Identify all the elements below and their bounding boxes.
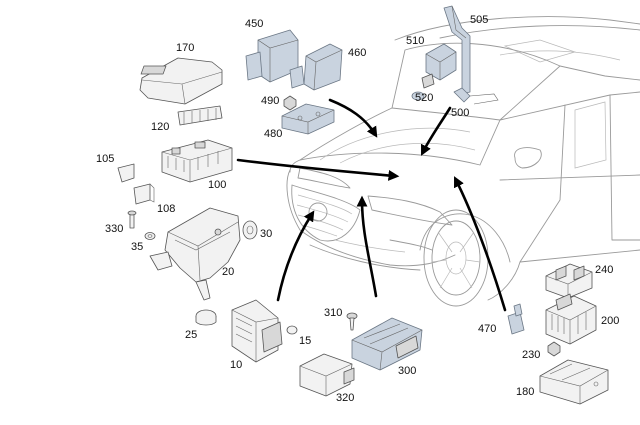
label-108: 108: [157, 203, 175, 215]
label-470: 470: [478, 323, 496, 335]
part-480-tray: [281, 103, 335, 135]
label-330: 330: [105, 223, 123, 235]
part-105-relay: [117, 163, 135, 183]
part-500-bracket: [453, 87, 499, 105]
label-240: 240: [595, 264, 613, 276]
part-470-sensor: [507, 303, 525, 335]
label-460: 460: [348, 47, 366, 59]
part-100-relay-fuse-box: [161, 139, 233, 183]
arrow-505-to-windshield: [421, 106, 452, 156]
label-170: 170: [176, 42, 194, 54]
label-20: 20: [222, 266, 234, 278]
label-180: 180: [516, 386, 534, 398]
part-200-fuse-carrier: [545, 293, 597, 345]
label-510: 510: [406, 35, 424, 47]
vehicle-outline: [286, 16, 640, 307]
part-310-screw: [346, 312, 358, 331]
part-120-connector-strip: [177, 105, 223, 126]
label-30: 30: [260, 228, 272, 240]
part-180-lower-housing: [539, 359, 609, 405]
part-170-fuse-box-cover: [139, 57, 223, 105]
label-310: 310: [324, 307, 342, 319]
label-10: 10: [230, 359, 242, 371]
label-35: 35: [131, 241, 143, 253]
arrow-300-to-engine-bay: [356, 195, 378, 298]
label-450: 450: [245, 18, 263, 30]
part-25-cap: [195, 309, 217, 326]
part-30-grommet: [242, 220, 258, 240]
label-505: 505: [470, 14, 488, 26]
part-320-module-box: [299, 353, 355, 397]
label-490: 490: [261, 95, 279, 107]
label-320: 320: [336, 392, 354, 404]
part-10-control-module: [231, 299, 283, 363]
part-330-bolt: [127, 210, 137, 229]
label-300: 300: [398, 365, 416, 377]
part-108-relay: [133, 183, 155, 205]
part-505-bracket: [443, 5, 471, 95]
arrow-10-to-engine-bay: [276, 210, 315, 302]
label-120: 120: [151, 121, 169, 133]
part-460-panel-module: [303, 43, 343, 91]
part-240-relay-carrier: [545, 263, 593, 299]
label-480: 480: [264, 128, 282, 140]
part-labels: 450 460 490 480 170 120 105 100 108 330 …: [96, 14, 619, 404]
label-520: 520: [415, 92, 433, 104]
label-200: 200: [601, 315, 619, 327]
arrow-450-group-to-hood: [328, 98, 378, 138]
part-490-nut: [283, 95, 297, 111]
label-100: 100: [208, 179, 226, 191]
label-230: 230: [522, 349, 540, 361]
part-35-washer: [144, 232, 156, 240]
part-450-bracket-module: [245, 29, 305, 89]
label-500: 500: [451, 107, 469, 119]
arrow-fusebox-to-hood: [236, 158, 400, 181]
part-300-control-unit: [351, 317, 423, 371]
part-510-sensor-module: [421, 43, 457, 89]
part-230-nut: [547, 341, 561, 357]
label-105: 105: [96, 153, 114, 165]
part-15-clip: [286, 325, 298, 335]
label-25: 25: [185, 329, 197, 341]
arrow-right-group-to-car: [454, 176, 507, 312]
part-20-housing: [149, 207, 241, 301]
assembly-arrows: [236, 98, 507, 312]
label-15: 15: [299, 335, 311, 347]
part-520-clip: [411, 91, 425, 101]
